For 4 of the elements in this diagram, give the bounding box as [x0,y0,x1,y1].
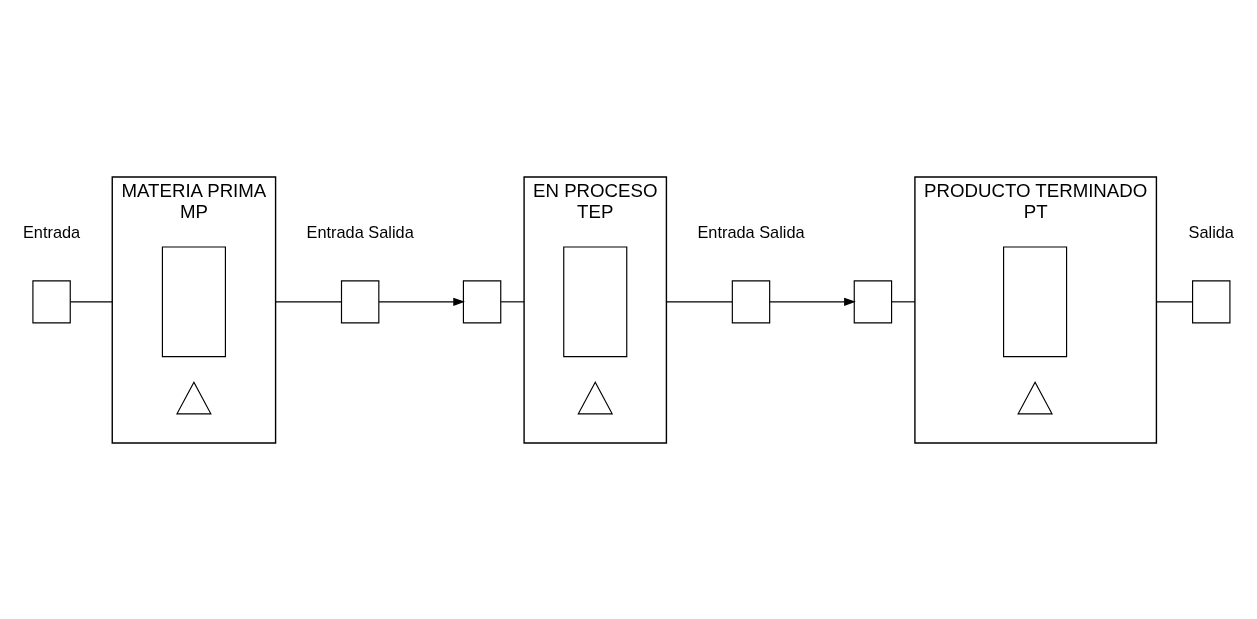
label: Salida [1188,222,1234,241]
label: Entrada [22,222,81,241]
label: Entrada Salida [697,222,805,241]
label: Entrada Salida [306,222,414,241]
